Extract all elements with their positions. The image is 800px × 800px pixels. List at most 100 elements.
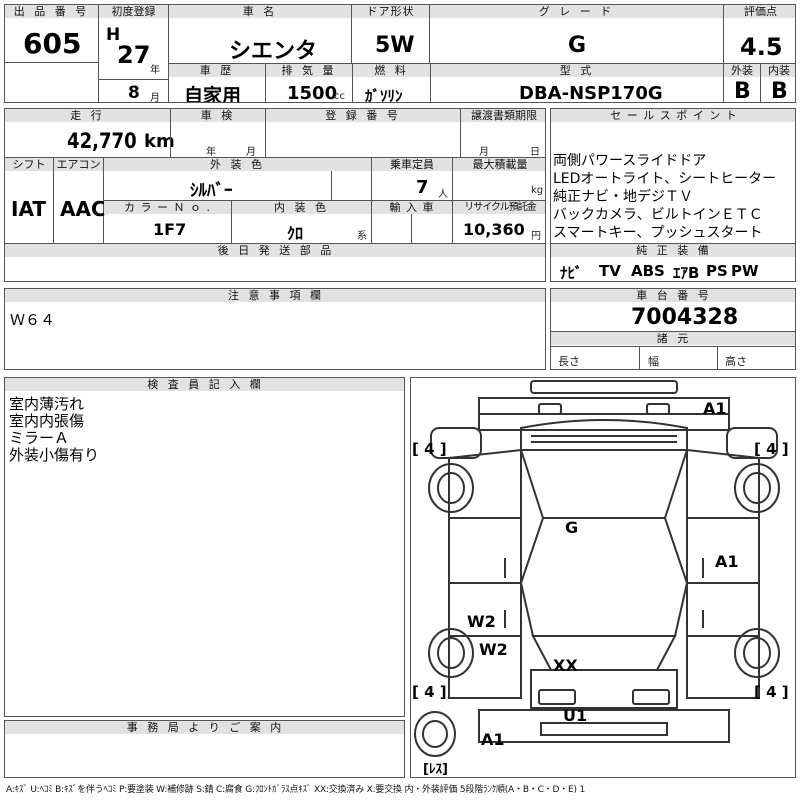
color-no-label: カ ラ ー Ｎ ｏ . [104, 201, 231, 214]
first-reg-label: 初度登録 [99, 5, 168, 18]
mark-a1-bottom: A1 [481, 730, 505, 749]
mark-a1-right: A1 [715, 552, 739, 571]
int-color-label: 内 装 色 [232, 201, 371, 214]
equipment-item-navi: ﾅﾋﾞ [560, 264, 583, 282]
recycle-label: リサイクル預託金 [453, 201, 545, 214]
inspector-note-2: 室内内張傷 [9, 412, 85, 430]
history-label: 車 歴 [169, 64, 265, 77]
first-reg-era: H [106, 25, 121, 45]
car-name-value: シエンタ [229, 39, 318, 64]
height-label: 高さ [725, 355, 747, 368]
mark-tire-rl: [ 4 ] [412, 683, 447, 701]
aircon-label: エアコン [54, 158, 103, 171]
capacity-value: 7 [416, 177, 429, 198]
recycle-value: 10,360 [463, 220, 525, 239]
exterior-grade-value: B [734, 79, 751, 103]
mark-a1-top: A1 [703, 399, 727, 418]
first-reg-month: 8 [128, 83, 140, 103]
sales-points-label: セ ー ル ス ポ イ ン ト [551, 109, 795, 122]
interior-grade-value: B [771, 79, 788, 103]
displacement-value: 1500 [287, 83, 338, 103]
first-reg-year: 27 [117, 41, 151, 69]
interior-grade-label: 内装 [761, 64, 795, 77]
transfer-month-unit: 月 [479, 147, 489, 158]
int-color-unit: 系 [357, 231, 367, 242]
mileage-value: 42,770 [67, 129, 137, 153]
office-box: 事 務 局 よ り ご 案 内 [4, 720, 405, 778]
mileage-label: 走 行 [5, 109, 170, 122]
fuel-value: ｶﾞｿﾘﾝ [365, 87, 403, 103]
inspector-note-3: ミラーＡ [9, 429, 70, 447]
displacement-label: 排 気 量 [266, 64, 352, 77]
lot-no-label: 出 品 番 号 [5, 5, 98, 18]
car-outline [414, 380, 780, 757]
width-label: 幅 [648, 355, 659, 368]
capacity-unit: 人 [438, 189, 448, 200]
notes-text: Ｗ６４ [10, 311, 56, 329]
reg-no-label: 登 録 番 号 [266, 109, 460, 122]
mark-tire-fl: [ 4 ] [412, 440, 447, 458]
history-value: 自家用 [184, 85, 242, 103]
transfer-label: 譲渡書類期限 [461, 109, 545, 122]
grade-label: グ レ ー ド [430, 5, 723, 18]
ext-color-label: 外 装 色 [104, 158, 371, 171]
equipment-item-abs: ABS [631, 262, 665, 280]
model-value: DBA-NSP170G [519, 83, 663, 103]
model-label: 型 式 [431, 64, 723, 77]
mileage-unit: km [144, 131, 175, 152]
mark-xx: XX [553, 656, 578, 675]
inspection-year-unit: 年 [206, 147, 216, 158]
inspection-label: 車 検 [171, 109, 265, 122]
sales-point-1: 両側パワースライドドア [553, 153, 707, 169]
office-label: 事 務 局 よ り ご 案 内 [5, 721, 404, 734]
displacement-unit: cc [334, 91, 345, 102]
specs-box: 走 行 42,770 km 車 検 年 月 登 録 番 号 譲渡書類期限 月 日… [4, 108, 546, 282]
fuel-label: 燃 料 [353, 64, 430, 77]
max-load-unit: kg [531, 185, 544, 196]
recycle-unit: 円 [531, 231, 541, 242]
lot-no-value: 605 [23, 27, 82, 60]
length-label: 長さ [558, 355, 580, 368]
capacity-label: 乗車定員 [372, 158, 452, 171]
inspector-note-4: 外装小傷有り [9, 446, 100, 464]
max-load-label: 最大積載量 [453, 158, 545, 171]
mark-u1: U1 [563, 706, 588, 725]
equipment-item-ps: PS [706, 262, 728, 280]
transfer-day-unit: 日 [530, 147, 540, 158]
equipment-item-tv: TV [599, 262, 621, 280]
chassis-label: 車 台 番 号 [551, 289, 795, 302]
header-box: 出 品 番 号 605 初度登録 H 27 年 8 月 車 名 シエンタ ドア形… [4, 4, 796, 103]
grade-value: G [568, 33, 587, 58]
equipment-item-pw: PW [731, 262, 759, 280]
door-label: ドア形状 [352, 5, 429, 18]
shift-label: シフト [5, 158, 53, 171]
inspection-month-unit: 月 [246, 147, 256, 158]
damage-diagram: A1 [ 4 ] [ 4 ] G A1 W2 W2 XX [ 4 ] [ 4 ]… [410, 377, 796, 778]
notes-box: 注 意 事 項 欄 Ｗ６４ [4, 288, 546, 370]
first-reg-year-unit: 年 [150, 65, 160, 76]
sales-point-5: スマートキー、プッシュスタート [553, 225, 763, 241]
ext-color-value: ｼﾙﾊﾞｰ [190, 181, 233, 201]
inspector-label: 検 査 員 記 入 欄 [5, 378, 404, 391]
shift-value: IAT [11, 197, 47, 221]
spec-label: 諸 元 [551, 332, 795, 345]
mark-g: G [565, 518, 579, 537]
notes-label: 注 意 事 項 欄 [5, 289, 545, 302]
first-reg-month-unit: 月 [150, 93, 160, 103]
equipment-label: 純 正 装 備 [551, 244, 795, 257]
inspector-notes: 室内薄汚れ 室内内張傷 ミラーＡ 外装小傷有り [9, 396, 99, 464]
legend-text: A:ｷｽﾞ U:ﾍｺﾐ B:ｷｽﾞを伴うﾍｺﾐ P:要塗装 W:補修跡 S:錆 … [6, 785, 585, 795]
score-label: 評価点 [724, 5, 795, 18]
sales-point-2: LEDオートライト、シートヒーター [553, 171, 777, 187]
score-value: 4.5 [740, 33, 783, 61]
mark-tire-fr: [ 4 ] [754, 440, 789, 458]
import-label: 輸 入 車 [372, 201, 452, 214]
mark-w2-lower: W2 [479, 640, 508, 659]
aircon-value: AAC [60, 197, 106, 221]
chassis-box: 車 台 番 号 7004328 諸 元 長さ 幅 高さ [550, 288, 796, 370]
mark-tire-rr: [ 4 ] [754, 683, 789, 701]
inspector-box: 検 査 員 記 入 欄 室内薄汚れ 室内内張傷 ミラーＡ 外装小傷有り [4, 377, 405, 717]
later-parts-label: 後 日 発 送 部 品 [5, 244, 545, 257]
door-value: 5W [375, 33, 415, 58]
sales-points-box: セ ー ル ス ポ イ ン ト 両側パワースライドドア LEDオートライト、シー… [550, 108, 796, 282]
